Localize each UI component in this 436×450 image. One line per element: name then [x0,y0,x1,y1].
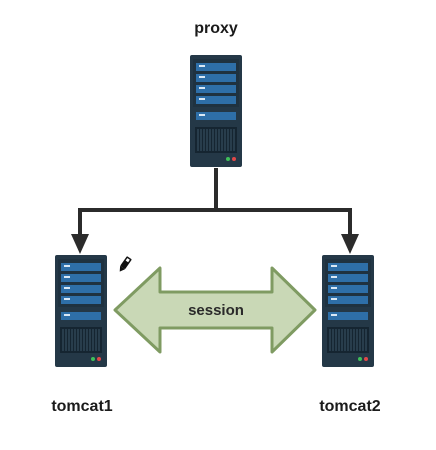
tomcat1-server-icon [54,254,108,368]
proxy-label: proxy [194,20,238,37]
arrowhead-to-tomcat2 [341,234,359,254]
tomcat2-label: tomcat2 [319,398,381,415]
connector-lines [78,168,352,238]
arrowhead-to-tomcat1 [71,234,89,254]
pen-cursor-icon [119,256,132,272]
proxy-server-icon [189,54,243,168]
tomcat2-server-icon [321,254,375,368]
session-label: session [188,302,244,319]
session-double-arrow [113,266,317,354]
tomcat1-label: tomcat1 [51,398,113,415]
